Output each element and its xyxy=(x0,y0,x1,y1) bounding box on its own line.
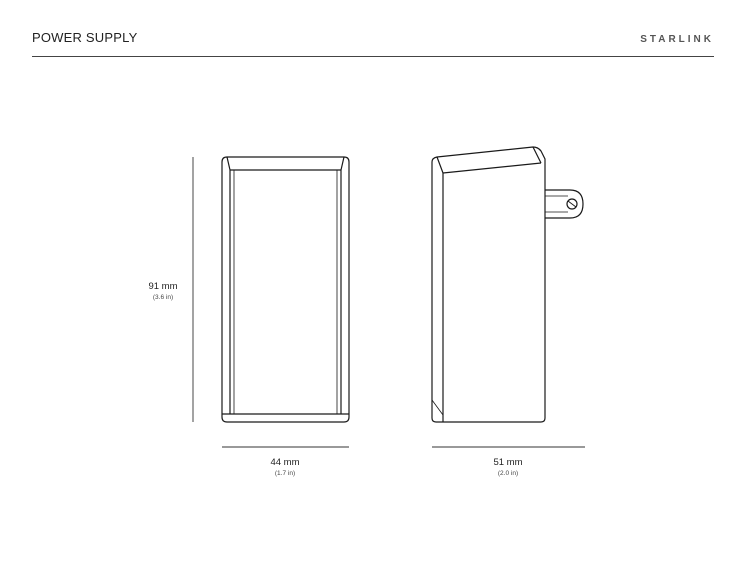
height-label-imperial: (3.6 in) xyxy=(153,294,173,301)
height-label: 91 mm xyxy=(148,281,177,292)
page-title: POWER SUPPLY xyxy=(32,30,138,45)
width-label-imperial: (1.7 in) xyxy=(275,470,295,477)
depth-label: 51 mm xyxy=(493,457,522,468)
header-divider xyxy=(32,56,714,57)
brand-logo: STARLINK xyxy=(640,34,714,45)
side-view xyxy=(431,146,584,423)
width-label: 44 mm xyxy=(270,457,299,468)
depth-label-imperial: (2.0 in) xyxy=(498,470,518,477)
front-view xyxy=(221,156,350,423)
